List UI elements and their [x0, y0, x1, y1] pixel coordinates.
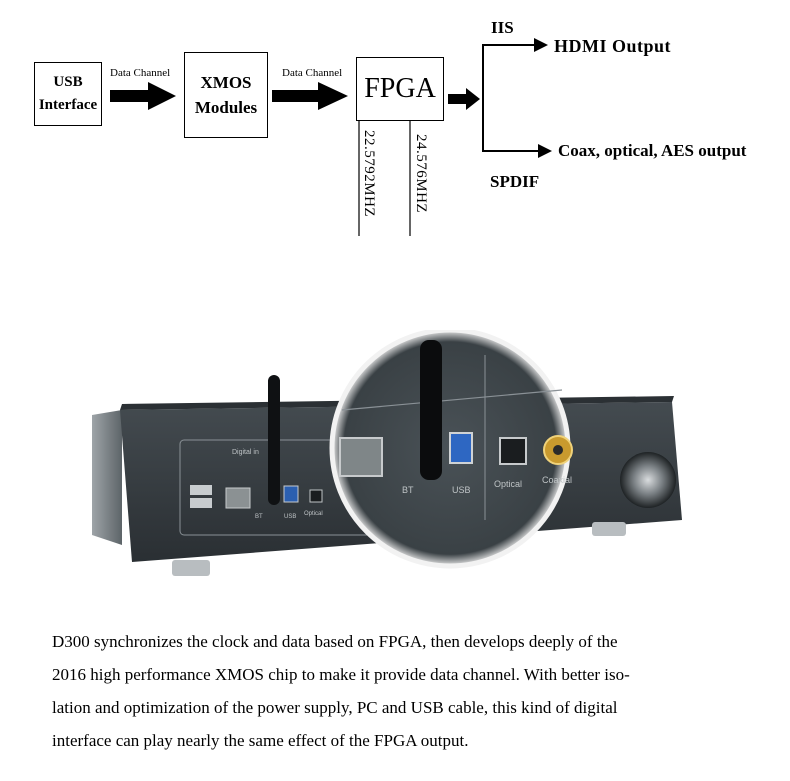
panel-label-usb-zoom: USB — [452, 485, 471, 495]
usb-interface-label-line2: Interface — [38, 97, 98, 113]
arrowhead-coax — [538, 144, 552, 158]
foot-right — [592, 522, 626, 536]
arrow-xmos-to-fpga — [272, 82, 348, 110]
antenna-zoom — [420, 340, 442, 480]
fpga-box: FPGA — [356, 57, 444, 121]
caption-line-1: D300 synchronizes the clock and data bas… — [52, 632, 618, 651]
foot-left — [172, 560, 210, 576]
antenna-small — [268, 375, 280, 505]
arrow-usb-to-xmos — [110, 82, 176, 110]
arrow-fpga-to-split — [448, 88, 480, 110]
caption-line-2: 2016 high performance XMOS chip to make … — [52, 665, 630, 684]
ethernet-port — [225, 487, 251, 509]
iis-label: IIS — [491, 18, 514, 37]
diagram-connectors — [110, 38, 552, 236]
ethernet-port-zoom — [339, 437, 383, 477]
usb-b-port-zoom — [449, 432, 473, 464]
description-paragraph: D300 synchronizes the clock and data bas… — [52, 625, 752, 757]
chassis-left-side — [92, 410, 122, 545]
panel-label-coaxial-zoom: Coaxial — [542, 475, 572, 485]
fpga-label: FPGA — [364, 73, 436, 104]
data-channel-label-2: Data Channel — [282, 67, 343, 79]
usb-interface-label-line1: USB — [53, 74, 83, 90]
spdif-label: SPDIF — [490, 172, 540, 191]
arrowhead-hdmi — [534, 38, 548, 52]
usb-b-port — [283, 485, 299, 503]
panel-label-usb-small: USB — [284, 514, 296, 520]
panel-label-optical-small: Optical — [304, 511, 323, 517]
usb-a-port-2 — [190, 498, 212, 508]
lens-panel-border — [341, 389, 563, 411]
caption-line-3: lation and optimization of the power sup… — [52, 698, 618, 717]
product-photo: Digital in BT USB Optical BT USB Optical… — [92, 330, 682, 576]
coax-output-label: Coax, optical, AES output — [558, 141, 747, 160]
panel-label-digital-in: Digital in — [232, 449, 259, 456]
coaxial-pin — [553, 445, 563, 455]
usb-interface-box: USB Interface — [34, 62, 102, 126]
power-knob — [620, 452, 676, 508]
xmos-label-line2: Modules — [194, 98, 258, 117]
usb-a-port-1 — [190, 485, 212, 495]
panel-label-bt-zoom: BT — [402, 485, 414, 495]
data-channel-label-1: Data Channel — [110, 67, 171, 79]
xmos-label-line1: XMOS — [200, 73, 252, 92]
optical-port-zoom — [499, 437, 527, 465]
xmos-modules-box: XMOS Modules — [184, 52, 268, 138]
clock-label-22-5792: 22.5792MHZ — [361, 130, 377, 218]
panel-label-bt-small: BT — [255, 514, 263, 520]
optical-port-small — [309, 489, 323, 503]
hdmi-output-label: HDMI Output — [554, 36, 672, 56]
clock-label-24-576: 24.576MHZ — [413, 134, 429, 214]
panel-label-optical-zoom: Optical — [494, 479, 522, 489]
caption-line-4: interface can play nearly the same effec… — [52, 731, 469, 750]
